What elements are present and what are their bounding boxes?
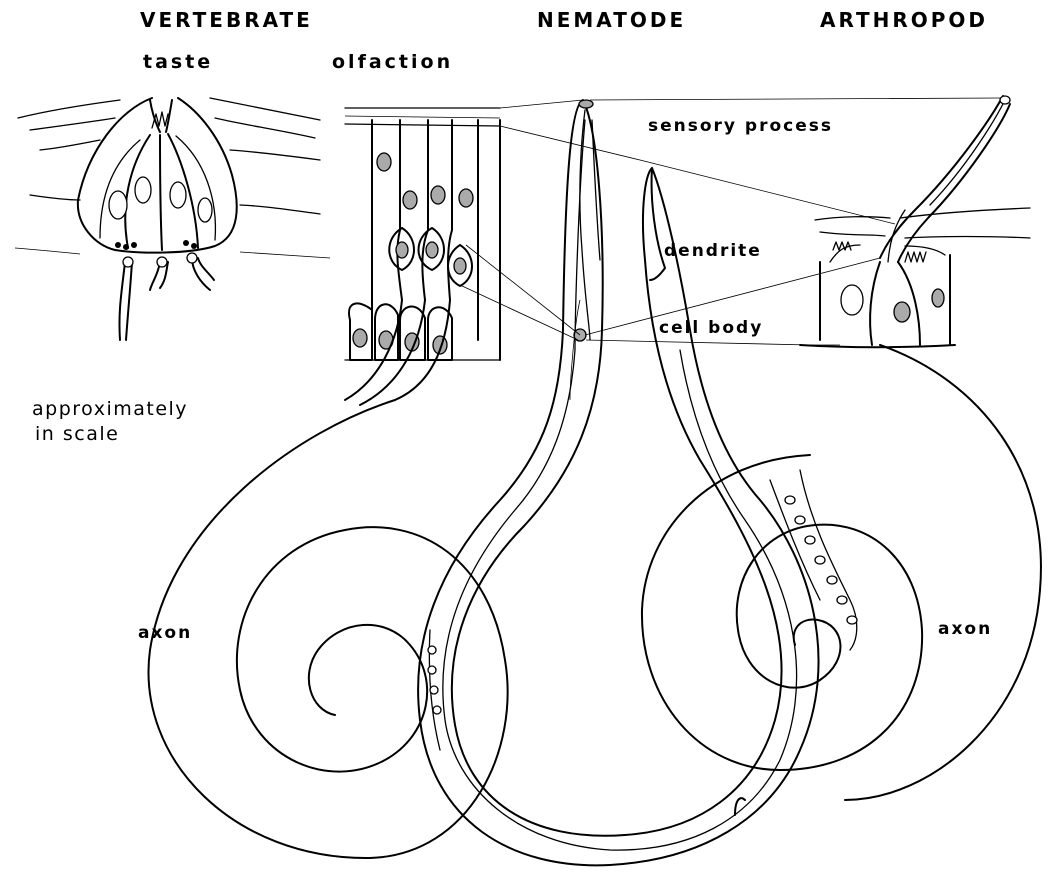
label-axon-left: axon: [138, 623, 192, 643]
note-line-1: approximately: [32, 398, 188, 420]
heading-nematode: NEMATODE: [537, 8, 686, 32]
taste-bud-drawing: [15, 98, 330, 340]
label-axon-right: axon: [938, 619, 992, 639]
heading-vertebrate: VERTEBRATE: [140, 8, 313, 32]
left-axon-spiral: [149, 400, 508, 858]
label-dendrite: dendrite: [664, 241, 762, 261]
arthropod-sensillum-drawing: [800, 96, 1030, 347]
label-sensory-process: sensory process: [648, 116, 833, 136]
subheading-olfaction: olfaction: [332, 51, 453, 73]
subheading-taste: taste: [143, 51, 213, 73]
heading-arthropod: ARTHROPOD: [820, 8, 988, 32]
label-cell-body: cell body: [659, 318, 763, 338]
olfactory-epithelium-drawing: [345, 108, 500, 405]
nematode-drawing: [418, 100, 857, 865]
right-axon-spiral: [642, 345, 1041, 800]
note-line-2: in scale: [35, 423, 119, 445]
